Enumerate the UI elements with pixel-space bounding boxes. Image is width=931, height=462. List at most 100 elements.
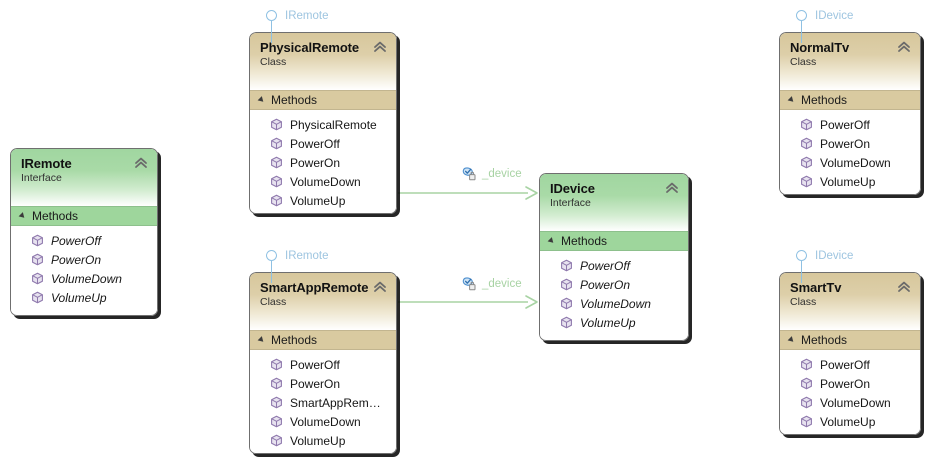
member-name: PowerOff <box>290 136 340 151</box>
triangle-expander-icon[interactable] <box>787 96 796 104</box>
methods-compartment-label: Methods <box>561 234 608 248</box>
member-row[interactable]: VolumeDown <box>250 412 396 431</box>
association-field-name: _device <box>482 278 522 290</box>
lollipop-stem <box>270 21 273 43</box>
uml-node-stereotype: Class <box>790 56 817 68</box>
member-row[interactable]: VolumeDown <box>780 153 920 172</box>
member-row[interactable]: PowerOn <box>250 374 396 393</box>
association-label-smartappremote[interactable]: _device <box>461 277 522 291</box>
methods-compartment-header[interactable]: Methods <box>250 330 396 350</box>
association-arrowhead <box>525 295 538 309</box>
uml-node-stereotype: Class <box>260 296 287 308</box>
uml-node-title: IDevice <box>550 181 595 196</box>
methods-compartment-header[interactable]: Methods <box>540 231 688 251</box>
collapse-chevron-icon[interactable] <box>665 182 679 194</box>
member-row[interactable]: PowerOff <box>540 256 688 275</box>
method-cube-icon <box>271 377 282 390</box>
method-cube-icon <box>32 272 43 285</box>
method-cube-icon <box>271 156 282 169</box>
member-row[interactable]: PowerOn <box>540 275 688 294</box>
methods-compartment-header[interactable]: Methods <box>780 90 920 110</box>
member-row[interactable]: VolumeUp <box>780 172 920 191</box>
member-row[interactable]: VolumeUp <box>540 313 688 332</box>
member-row[interactable]: PowerOff <box>780 115 920 134</box>
method-cube-icon <box>561 278 572 291</box>
uml-node-title: SmartAppRemote <box>260 280 369 295</box>
member-name: PowerOn <box>51 252 102 267</box>
lollipop-interface-physicalremote[interactable]: IRemote <box>266 10 328 43</box>
member-row[interactable]: SmartAppRem… <box>250 393 396 412</box>
collapse-chevron-icon[interactable] <box>373 281 387 293</box>
lollipop-stem <box>270 261 273 283</box>
method-cube-icon <box>801 137 812 150</box>
member-name: VolumeDown <box>820 395 891 410</box>
member-row[interactable]: PowerOff <box>11 231 157 250</box>
member-row[interactable]: VolumeUp <box>780 412 920 431</box>
member-row[interactable]: PhysicalRemote <box>250 115 396 134</box>
triangle-expander-icon[interactable] <box>547 237 556 245</box>
member-row[interactable]: VolumeUp <box>11 288 157 307</box>
member-row[interactable]: VolumeDown <box>250 172 396 191</box>
association-label-physicalremote[interactable]: _device <box>461 167 522 181</box>
member-name: VolumeDown <box>820 155 891 170</box>
method-cube-icon <box>271 137 282 150</box>
uml-node-title: NormalTv <box>790 40 850 55</box>
member-name: PowerOff <box>290 357 340 372</box>
member-name: PowerOff <box>51 233 102 248</box>
lollipop-interface-normaltv[interactable]: IDevice <box>796 10 853 43</box>
member-name: PowerOn <box>820 376 871 391</box>
association-arrowhead <box>525 186 538 200</box>
collapse-chevron-icon[interactable] <box>134 157 148 169</box>
method-cube-icon <box>561 297 572 310</box>
member-row[interactable]: PowerOff <box>250 134 396 153</box>
uml-node-stereotype: Interface <box>21 172 62 184</box>
lollipop-interface-smarttv[interactable]: IDevice <box>796 250 853 283</box>
member-row[interactable]: PowerOn <box>780 134 920 153</box>
member-row[interactable]: VolumeUp <box>250 431 396 450</box>
member-name: VolumeUp <box>290 193 346 208</box>
method-cube-icon <box>801 396 812 409</box>
member-row[interactable]: VolumeDown <box>11 269 157 288</box>
method-cube-icon <box>561 259 572 272</box>
member-row[interactable]: PowerOn <box>250 153 396 172</box>
triangle-expander-icon[interactable] <box>257 336 266 344</box>
method-cube-icon <box>801 175 812 188</box>
member-row[interactable]: VolumeDown <box>780 393 920 412</box>
method-cube-icon <box>801 377 812 390</box>
collapse-chevron-icon[interactable] <box>373 41 387 53</box>
collapse-chevron-icon[interactable] <box>897 41 911 53</box>
uml-node-title: PhysicalRemote <box>260 40 360 55</box>
member-row[interactable]: PowerOn <box>780 374 920 393</box>
member-name: VolumeDown <box>51 271 122 286</box>
triangle-expander-icon[interactable] <box>18 212 27 220</box>
member-name: VolumeUp <box>51 290 107 305</box>
methods-compartment-label: Methods <box>271 333 318 347</box>
method-cube-icon <box>271 434 282 447</box>
member-row[interactable]: PowerOff <box>780 355 920 374</box>
collapse-chevron-icon[interactable] <box>897 281 911 293</box>
triangle-expander-icon[interactable] <box>787 336 796 344</box>
member-row[interactable]: PowerOn <box>11 250 157 269</box>
lollipop-interface-smartappremote[interactable]: IRemote <box>266 250 328 283</box>
member-row[interactable]: VolumeUp <box>250 191 396 210</box>
member-row[interactable]: VolumeDown <box>540 294 688 313</box>
methods-compartment-header[interactable]: Methods <box>250 90 396 110</box>
methods-compartment-header[interactable]: Methods <box>780 330 920 350</box>
member-row[interactable]: PowerOff <box>250 355 396 374</box>
methods-compartment-header[interactable]: Methods <box>11 206 157 226</box>
triangle-expander-icon[interactable] <box>257 96 266 104</box>
